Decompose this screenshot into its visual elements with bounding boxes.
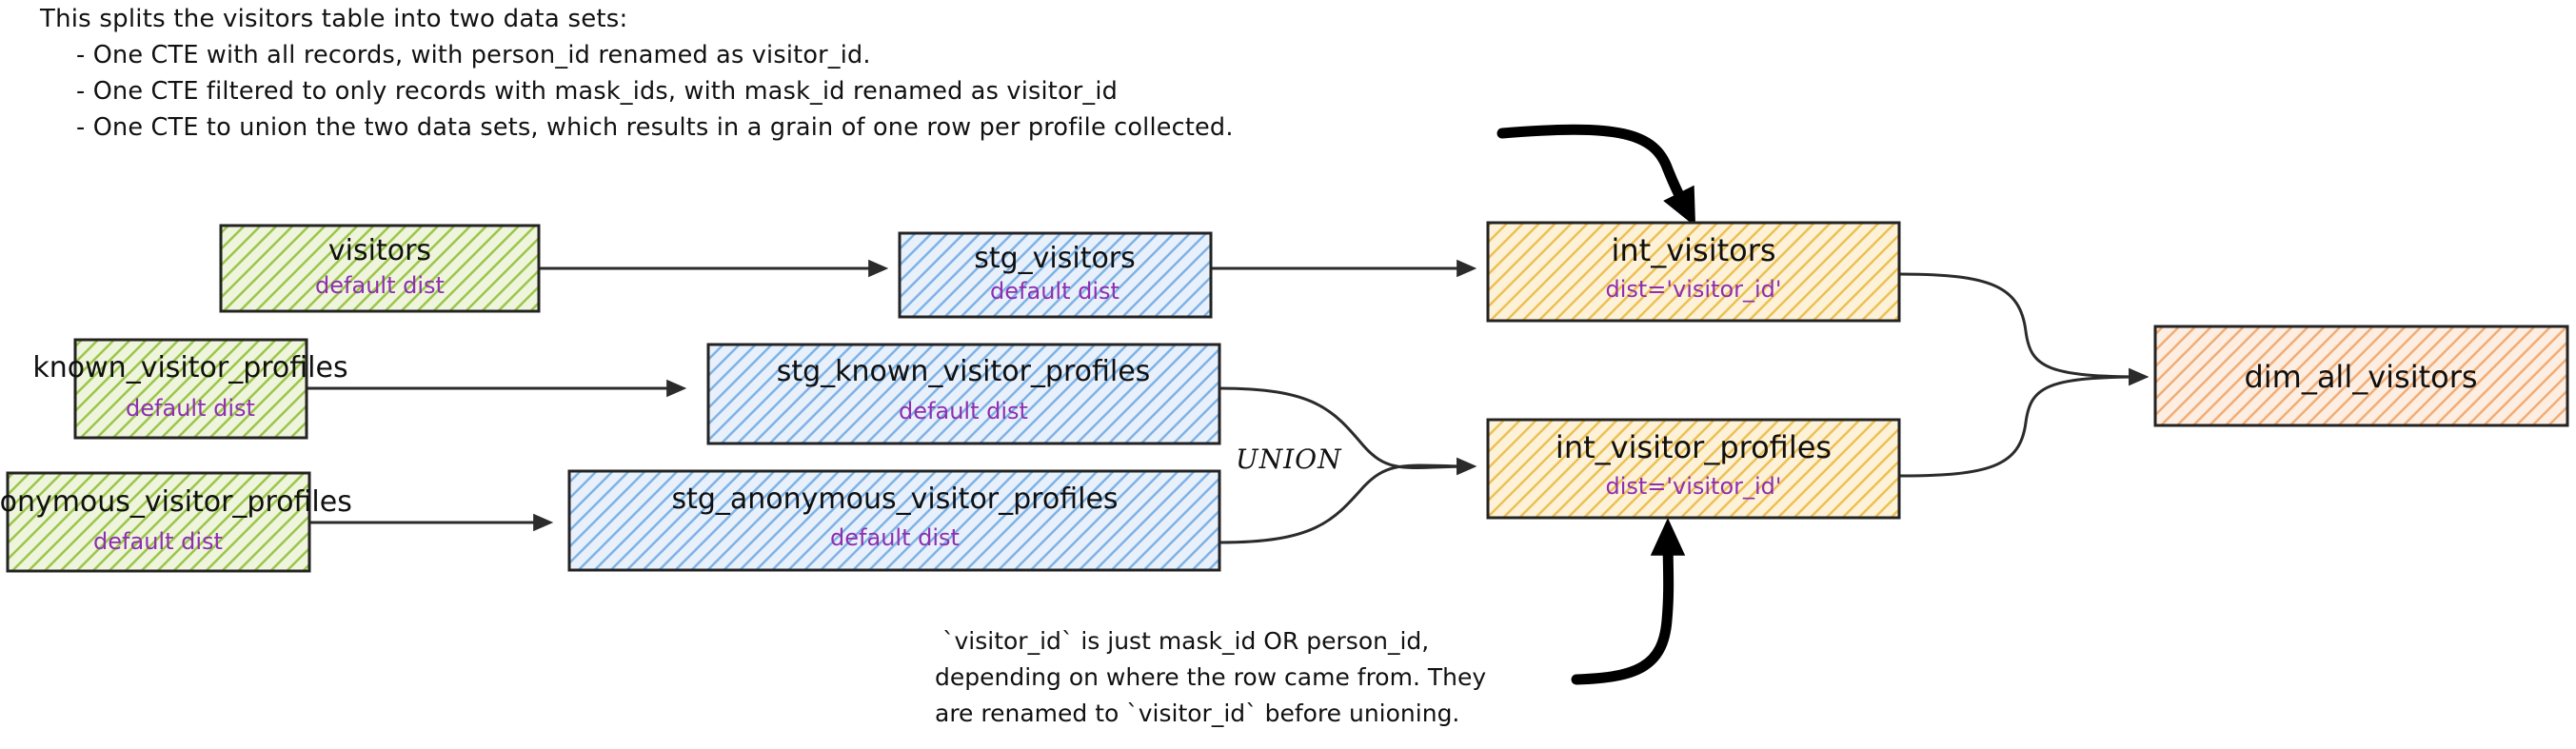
- top-note-line-1: - One CTE with all records, with person_…: [76, 41, 871, 69]
- node-stg-known-visitor-profiles-subtitle: default dist: [899, 398, 1028, 424]
- bottom-note: `visitor_id` is just mask_id OR person_i…: [935, 627, 1486, 727]
- bottom-note-line-1: depending on where the row came from. Th…: [935, 663, 1486, 691]
- node-anonymous-visitor-profiles[interactable]: anonymous_visitor_profiles default dist: [0, 471, 352, 573]
- node-stg-anonymous-visitor-profiles-subtitle: default dist: [830, 524, 960, 551]
- top-note-line-3: - One CTE to union the two data sets, wh…: [76, 113, 1234, 142]
- edge-stg-anonymous-to-int-visitor-profiles: [1219, 457, 1477, 544]
- node-known-visitor-profiles[interactable]: known_visitor_profiles default dist: [32, 338, 348, 440]
- node-stg-anonymous-visitor-profiles-box[interactable]: [567, 469, 1221, 572]
- node-visitors-title: visitors: [328, 234, 431, 267]
- node-int-visitors-subtitle: dist='visitor_id': [1605, 276, 1781, 303]
- top-note-line-0: This splits the visitors table into two …: [39, 5, 628, 33]
- node-stg-known-visitor-profiles[interactable]: stg_known_visitor_profiles default dist: [706, 343, 1221, 445]
- edge-stg-known-to-int-visitor-profiles: [1219, 386, 1477, 476]
- callout-arrow-bottom: [1571, 518, 1686, 685]
- edge-int-visitor-profiles-to-dim: [1898, 367, 2150, 478]
- node-stg-anonymous-visitor-profiles[interactable]: stg_anonymous_visitor_profiles default d…: [567, 469, 1221, 572]
- node-stg-known-visitor-profiles-box[interactable]: [706, 343, 1221, 445]
- node-int-visitors-title: int_visitors: [1611, 232, 1775, 268]
- node-stg-visitors-subtitle: default dist: [990, 278, 1120, 305]
- node-int-visitors[interactable]: int_visitors dist='visitor_id': [1486, 221, 1901, 323]
- node-anonymous-visitor-profiles-title: anonymous_visitor_profiles: [0, 485, 352, 519]
- top-note: This splits the visitors table into two …: [39, 5, 1234, 142]
- node-known-visitor-profiles-box[interactable]: [73, 338, 308, 440]
- callout-arrow-top: [1496, 124, 1696, 227]
- union-label: UNION: [1236, 443, 1342, 475]
- bottom-note-line-0: `visitor_id` is just mask_id OR person_i…: [942, 627, 1429, 655]
- top-note-line-2: - One CTE filtered to only records with …: [76, 77, 1118, 106]
- node-visitors-box[interactable]: [219, 224, 541, 313]
- node-int-visitor-profiles-subtitle: dist='visitor_id': [1605, 473, 1781, 500]
- node-anonymous-visitor-profiles-box[interactable]: [6, 471, 311, 573]
- node-stg-visitors-title: stg_visitors: [974, 242, 1136, 275]
- node-int-visitor-profiles-box[interactable]: [1486, 418, 1901, 520]
- node-int-visitor-profiles[interactable]: int_visitor_profiles dist='visitor_id': [1486, 418, 1901, 520]
- edge-int-visitors-to-dim: [1898, 272, 2150, 386]
- node-stg-visitors-box[interactable]: [898, 231, 1213, 319]
- node-stg-known-visitor-profiles-title: stg_known_visitor_profiles: [777, 355, 1151, 388]
- node-dim-all-visitors-title: dim_all_visitors: [2244, 359, 2477, 395]
- bottom-note-line-2: are renamed to `visitor_id` before union…: [935, 700, 1459, 727]
- node-visitors-subtitle: default dist: [315, 272, 445, 299]
- node-dim-all-visitors[interactable]: dim_all_visitors: [2153, 325, 2569, 427]
- node-known-visitor-profiles-subtitle: default dist: [126, 395, 255, 422]
- node-known-visitor-profiles-title: known_visitor_profiles: [32, 351, 347, 384]
- node-int-visitors-box[interactable]: [1486, 221, 1901, 323]
- node-dim-all-visitors-box[interactable]: [2153, 325, 2569, 427]
- node-visitors[interactable]: visitors default dist: [219, 224, 541, 313]
- node-anonymous-visitor-profiles-subtitle: default dist: [93, 528, 223, 555]
- node-stg-anonymous-visitor-profiles-title: stg_anonymous_visitor_profiles: [671, 483, 1118, 516]
- node-stg-visitors[interactable]: stg_visitors default dist: [898, 231, 1213, 319]
- node-int-visitor-profiles-title: int_visitor_profiles: [1556, 429, 1832, 465]
